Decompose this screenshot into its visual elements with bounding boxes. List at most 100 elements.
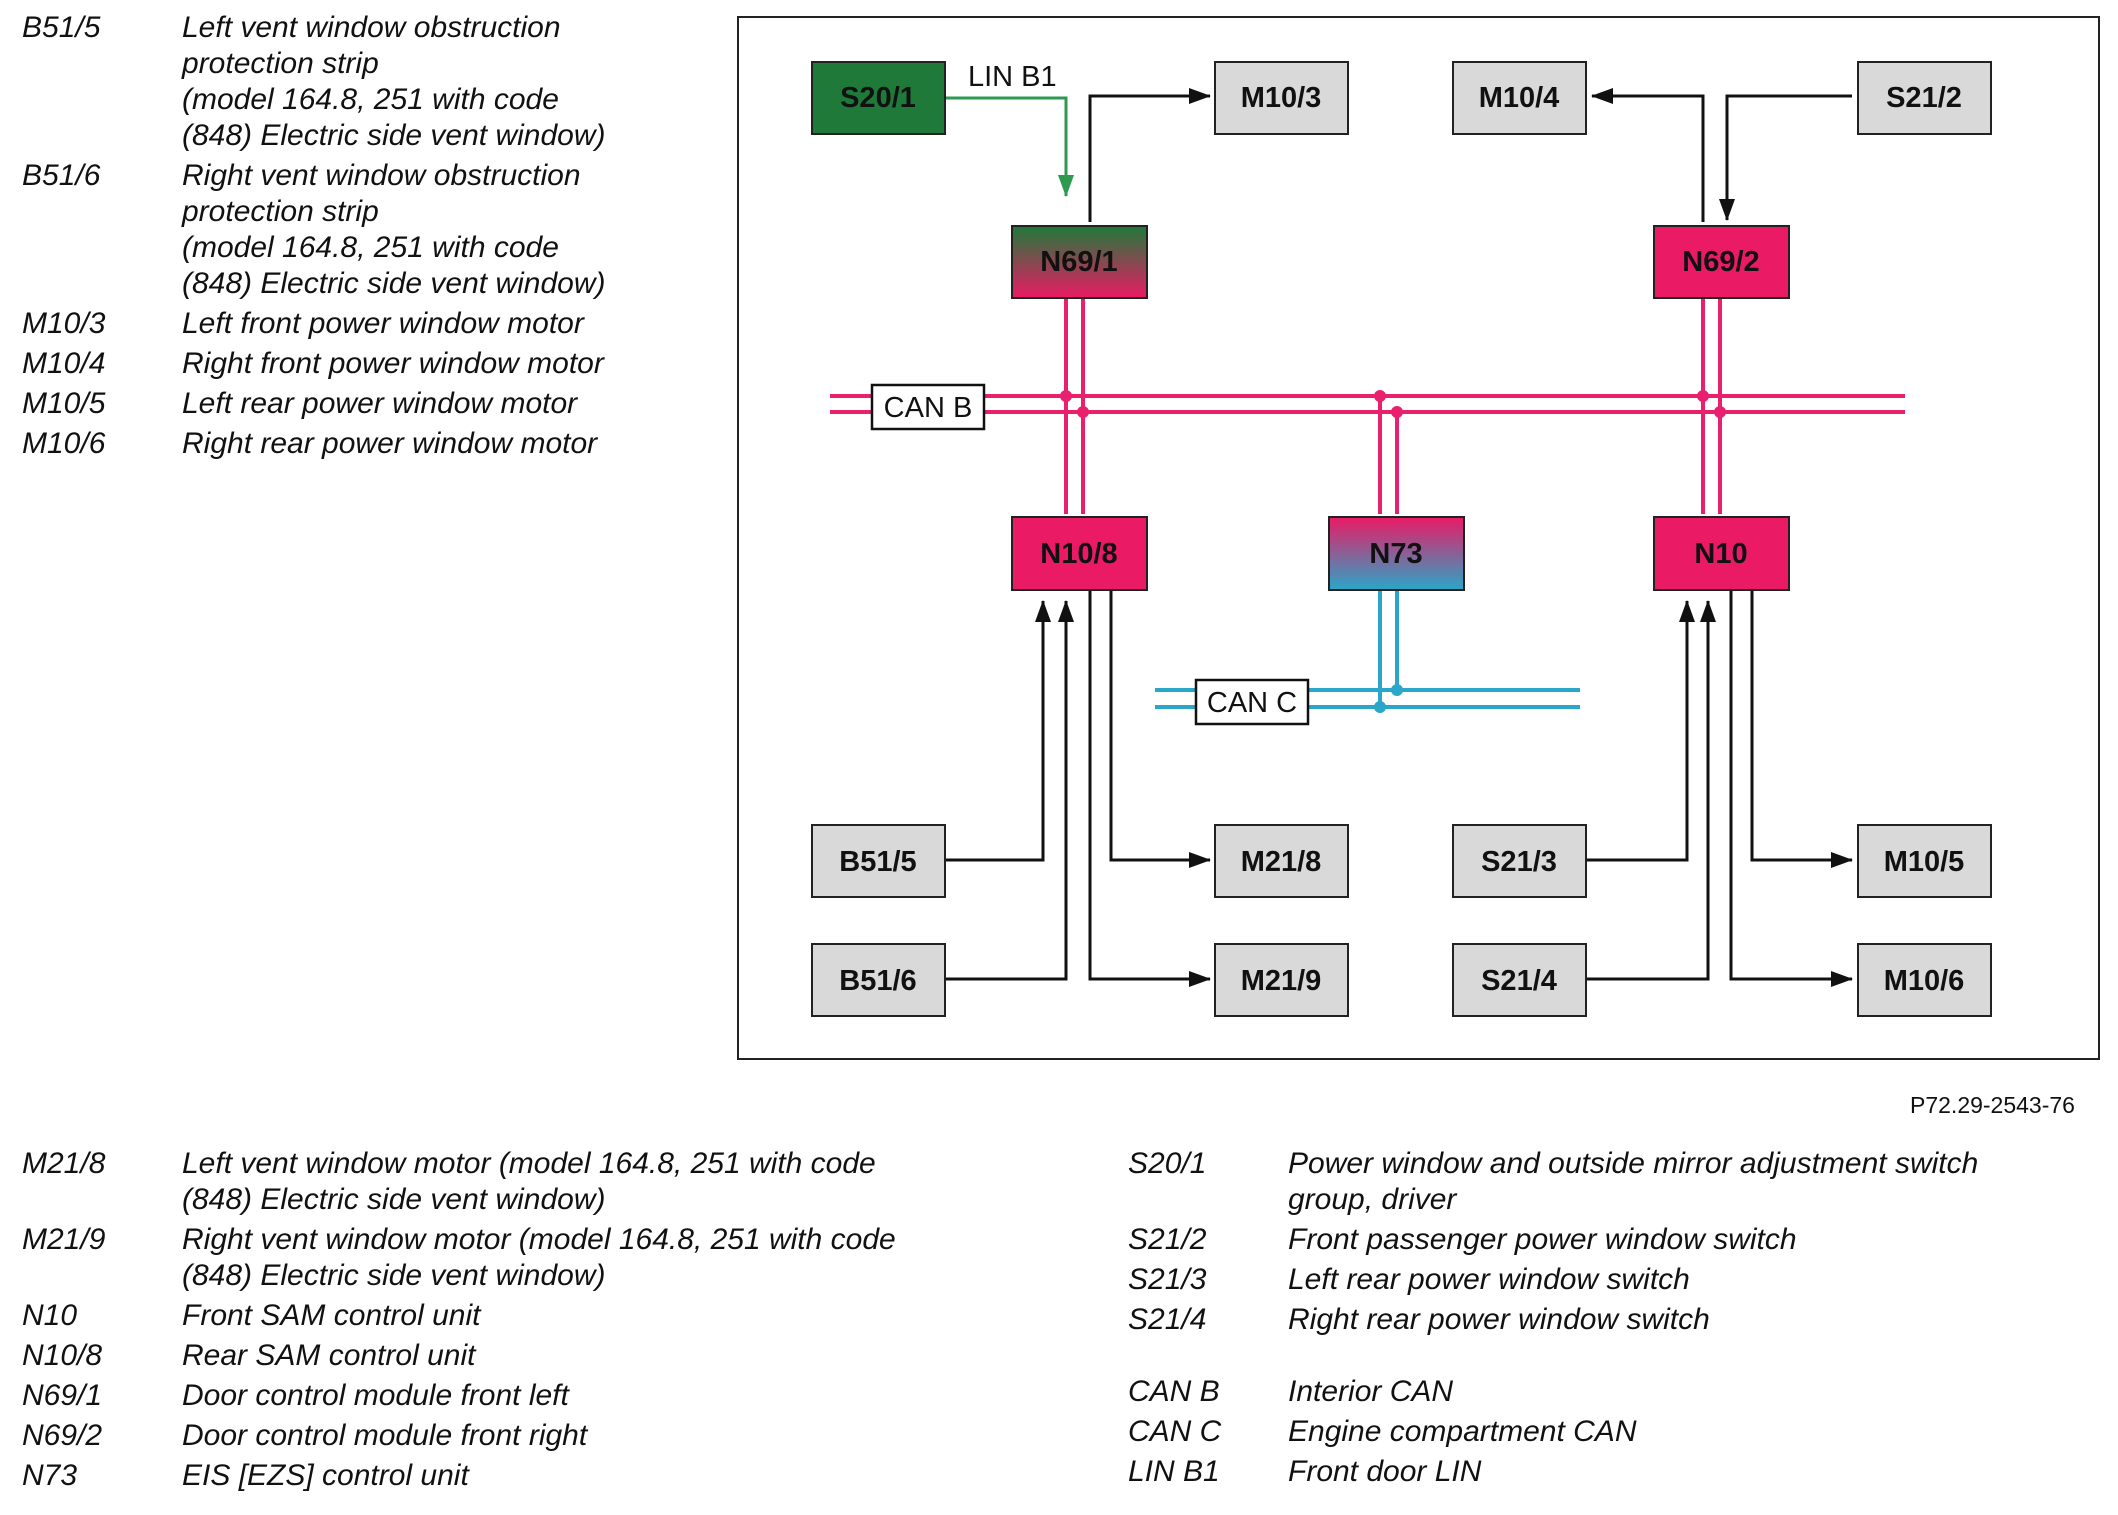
node-n10-8: N10/8 bbox=[1011, 516, 1148, 591]
node-m10-4: M10/4 bbox=[1452, 61, 1587, 135]
legend-description: Front passenger power window switch bbox=[1288, 1223, 1797, 1256]
svg-text:M10/6: M10/6 bbox=[1884, 965, 1965, 997]
node-b51-5: B51/5 bbox=[811, 824, 946, 898]
can-b-label: CAN B bbox=[884, 392, 973, 424]
node-m21-9: M21/9 bbox=[1214, 943, 1349, 1017]
node-n10: N10 bbox=[1653, 516, 1790, 591]
node-n69-1: N69/1 bbox=[1011, 225, 1148, 299]
node-n73: N73 bbox=[1328, 516, 1465, 591]
node-s21-3: S21/3 bbox=[1452, 824, 1587, 898]
svg-text:M10/3: M10/3 bbox=[1241, 82, 1322, 114]
node-m21-8: M21/8 bbox=[1214, 824, 1349, 898]
legend-description: Front door LIN bbox=[1288, 1455, 1482, 1488]
node-s21-4: S21/4 bbox=[1452, 943, 1587, 1017]
wiring-diagram: CAN B CAN C LIN B1 S20/1 M10/3 M10/4 S21… bbox=[811, 61, 1992, 1017]
svg-text:B51/6: B51/6 bbox=[839, 965, 916, 997]
legend-code: B51/5 bbox=[22, 11, 101, 44]
legend-description: Door control module front right bbox=[182, 1419, 588, 1452]
legend-description: Engine compartment CAN bbox=[1288, 1415, 1637, 1448]
figure-id: P72.29-2543-76 bbox=[1910, 1092, 2075, 1118]
legend-entry: M10/3 Left front power window motor bbox=[22, 306, 606, 342]
legend-description: Left rear power window switch bbox=[1288, 1263, 1690, 1296]
legend-description: Front SAM control unit bbox=[182, 1299, 481, 1332]
legend-code: N10 bbox=[22, 1299, 78, 1332]
legend-entry: M10/6 Right rear power window motor bbox=[22, 426, 606, 462]
legend-code: S21/3 bbox=[1128, 1263, 1207, 1296]
legend-code: B51/6 bbox=[22, 159, 101, 192]
legend-bus: CAN B Interior CAN CAN C Engine compartment… bbox=[1128, 1374, 1978, 1490]
legend-code: N69/1 bbox=[22, 1379, 103, 1412]
legend-description: Interior CAN bbox=[1288, 1375, 1454, 1408]
legend-description: Right rear power window switch bbox=[1288, 1303, 1710, 1336]
svg-text:M21/8: M21/8 bbox=[1241, 846, 1322, 878]
can-c-label-box: CAN C bbox=[1194, 678, 1310, 726]
legend-description: Left front power window motor bbox=[182, 307, 584, 340]
svg-text:M10/5: M10/5 bbox=[1884, 846, 1965, 878]
legend-code: M21/9 bbox=[22, 1223, 106, 1256]
legend-description: Power window and outside mirror adjustme… bbox=[1288, 1147, 1979, 1216]
legend-entry: CAN C Engine compartment CAN bbox=[1128, 1414, 1978, 1450]
svg-text:M10/4: M10/4 bbox=[1479, 82, 1560, 114]
can-c-label: CAN C bbox=[1207, 687, 1297, 719]
svg-text:N10: N10 bbox=[1694, 538, 1747, 570]
lin-b1-label: LIN B1 bbox=[968, 61, 1057, 93]
legend-description: Right vent window obstruction protection… bbox=[182, 159, 606, 300]
svg-text:N69/1: N69/1 bbox=[1040, 246, 1117, 278]
svg-text:S21/3: S21/3 bbox=[1481, 846, 1557, 878]
node-m10-6: M10/6 bbox=[1857, 943, 1992, 1017]
node-n69-2: N69/2 bbox=[1653, 225, 1790, 299]
svg-text:S21/2: S21/2 bbox=[1886, 82, 1962, 114]
legend-description: Left vent window obstruction protection … bbox=[182, 11, 606, 152]
legend-entry: B51/6 Right vent window obstruction prote… bbox=[22, 158, 606, 302]
legend-code: N10/8 bbox=[22, 1339, 103, 1372]
can-b-bus bbox=[830, 298, 1905, 514]
legend-spacer bbox=[1128, 1342, 1978, 1374]
legend-code: M10/3 bbox=[22, 307, 106, 340]
signal-lines bbox=[945, 88, 1853, 987]
legend-description: Right vent window motor (model 164.8, 25… bbox=[182, 1223, 896, 1292]
legend-entry: B51/5 Left vent window obstruction protec… bbox=[22, 10, 606, 154]
svg-text:B51/5: B51/5 bbox=[839, 846, 916, 878]
svg-text:M21/9: M21/9 bbox=[1241, 965, 1322, 997]
legend-code: CAN C bbox=[1128, 1415, 1222, 1448]
legend-description: Right rear power window motor bbox=[182, 427, 598, 460]
legend-code: N73 bbox=[22, 1459, 78, 1492]
legend-entry: N10 Front SAM control unit bbox=[22, 1298, 896, 1334]
svg-text:N10/8: N10/8 bbox=[1040, 538, 1117, 570]
legend-description: Rear SAM control unit bbox=[182, 1339, 476, 1372]
legend-top: B51/5 Left vent window obstruction protec… bbox=[22, 10, 606, 466]
node-b51-6: B51/6 bbox=[811, 943, 946, 1017]
legend-description: Left rear power window motor bbox=[182, 387, 578, 420]
legend-code: M10/6 bbox=[22, 427, 106, 460]
legend-entry: N69/2 Door control module front right bbox=[22, 1418, 896, 1454]
svg-text:N73: N73 bbox=[1369, 538, 1422, 570]
svg-text:S21/4: S21/4 bbox=[1481, 965, 1557, 997]
lin-b1-line bbox=[945, 96, 1074, 197]
legend-entry: CAN B Interior CAN bbox=[1128, 1374, 1978, 1410]
legend-code: CAN B bbox=[1128, 1375, 1220, 1408]
legend-description: Left vent window motor (model 164.8, 251… bbox=[182, 1147, 876, 1216]
legend-code: N69/2 bbox=[22, 1419, 103, 1452]
legend-code: S21/2 bbox=[1128, 1223, 1207, 1256]
diagram-frame bbox=[737, 16, 2100, 1060]
node-s21-2: S21/2 bbox=[1857, 61, 1992, 135]
node-m10-3: M10/3 bbox=[1214, 61, 1349, 135]
node-s20-1: S20/1 bbox=[811, 61, 946, 135]
legend-description: Right front power window motor bbox=[182, 347, 604, 380]
can-c-junctions bbox=[1374, 684, 1403, 713]
legend-entry: M21/9 Right vent window motor (model 164.… bbox=[22, 1222, 896, 1294]
svg-text:N69/2: N69/2 bbox=[1682, 246, 1759, 278]
legend-description: EIS [EZS] control unit bbox=[182, 1459, 469, 1492]
can-b-label-box: CAN B bbox=[870, 383, 986, 431]
svg-text:S20/1: S20/1 bbox=[840, 82, 916, 114]
legend-entry: N10/8 Rear SAM control unit bbox=[22, 1338, 896, 1374]
